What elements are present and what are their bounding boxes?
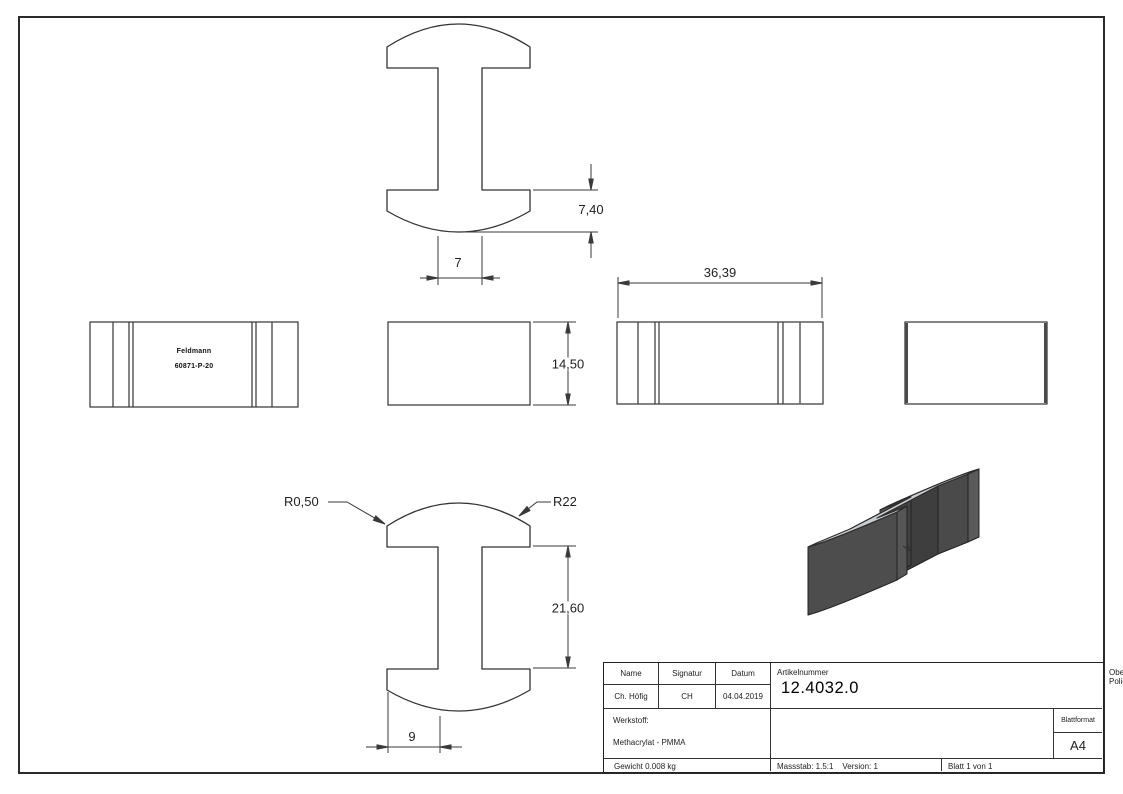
iso-back-flange-right-cap	[967, 468, 980, 543]
article-number-label: Artikelnummer	[777, 668, 829, 677]
title-block-date-label: Datum	[716, 663, 771, 685]
part-marking-number: 60871-P-20	[174, 363, 214, 370]
material-value: Methacrylat - PMMA	[613, 738, 686, 747]
title-block-article-cell: Artikelnummer 12.4032.0 Oberfläche: Poli…	[771, 663, 1123, 709]
title-block-date-value: 04.04.2019	[716, 685, 771, 709]
dim-flange-thickness: 7,40	[578, 202, 604, 217]
part-marking-brand: Feldmann	[176, 348, 212, 355]
side-view-dimensioned	[616, 321, 824, 405]
surface-finish: Oberfläche: Poliert	[1109, 668, 1123, 686]
dim-flange-radius: R22	[553, 494, 577, 509]
sheet-format-label: Blattformat	[1054, 709, 1102, 733]
sheet-number-value: Blatt 1 von 1	[948, 762, 993, 771]
surface-finish-value: Poliert	[1109, 677, 1123, 686]
back-view-right	[904, 321, 1048, 405]
weight-value: Gewicht 0.008 kg	[604, 759, 771, 771]
front-view-center	[387, 321, 531, 406]
dim-corner-radius: R0,50	[284, 494, 319, 509]
title-block-material-cell: Werkstoff: Methacrylat - PMMA	[604, 709, 771, 759]
dim-height: 14,50	[547, 357, 589, 371]
side-view-left	[89, 321, 299, 408]
dim-web-width: 7	[454, 255, 462, 270]
iso-surface-tick	[902, 542, 911, 552]
iso-back-flange-front-face	[937, 473, 969, 555]
iso-front-flange-right-cap	[896, 505, 908, 581]
isometric-3d-view	[807, 468, 980, 616]
version-value: Version: 1	[842, 762, 878, 771]
dim-web-position: 9	[408, 729, 416, 744]
material-label: Werkstoff:	[613, 716, 649, 725]
dimension-lines	[328, 164, 823, 753]
dim-slot-height: 21,60	[547, 601, 589, 615]
title-block-signature-value: CH	[659, 685, 716, 709]
scale-version-cell: Massstab: 1.5:1 Version: 1	[771, 759, 942, 771]
dim-length: 36,39	[703, 265, 737, 280]
top-profile-view	[386, 23, 531, 233]
title-block: Name Signatur Datum Ch. Höfig CH 04.04.2…	[603, 662, 1123, 773]
title-block-name-label: Name	[604, 663, 659, 685]
sheet-border	[18, 16, 1105, 774]
scale-value: Massstab: 1.5:1	[777, 762, 834, 771]
title-block-signature-label: Signatur	[659, 663, 716, 685]
article-number-value: 12.4032.0	[781, 679, 859, 697]
title-block-empty-cell	[771, 709, 1054, 759]
title-block-name-value: Ch. Höfig	[604, 685, 659, 709]
bottom-profile-view	[386, 502, 531, 712]
sheet-format-value: A4	[1054, 733, 1102, 759]
iso-top-face	[807, 468, 980, 548]
surface-finish-label: Oberfläche:	[1109, 668, 1123, 677]
